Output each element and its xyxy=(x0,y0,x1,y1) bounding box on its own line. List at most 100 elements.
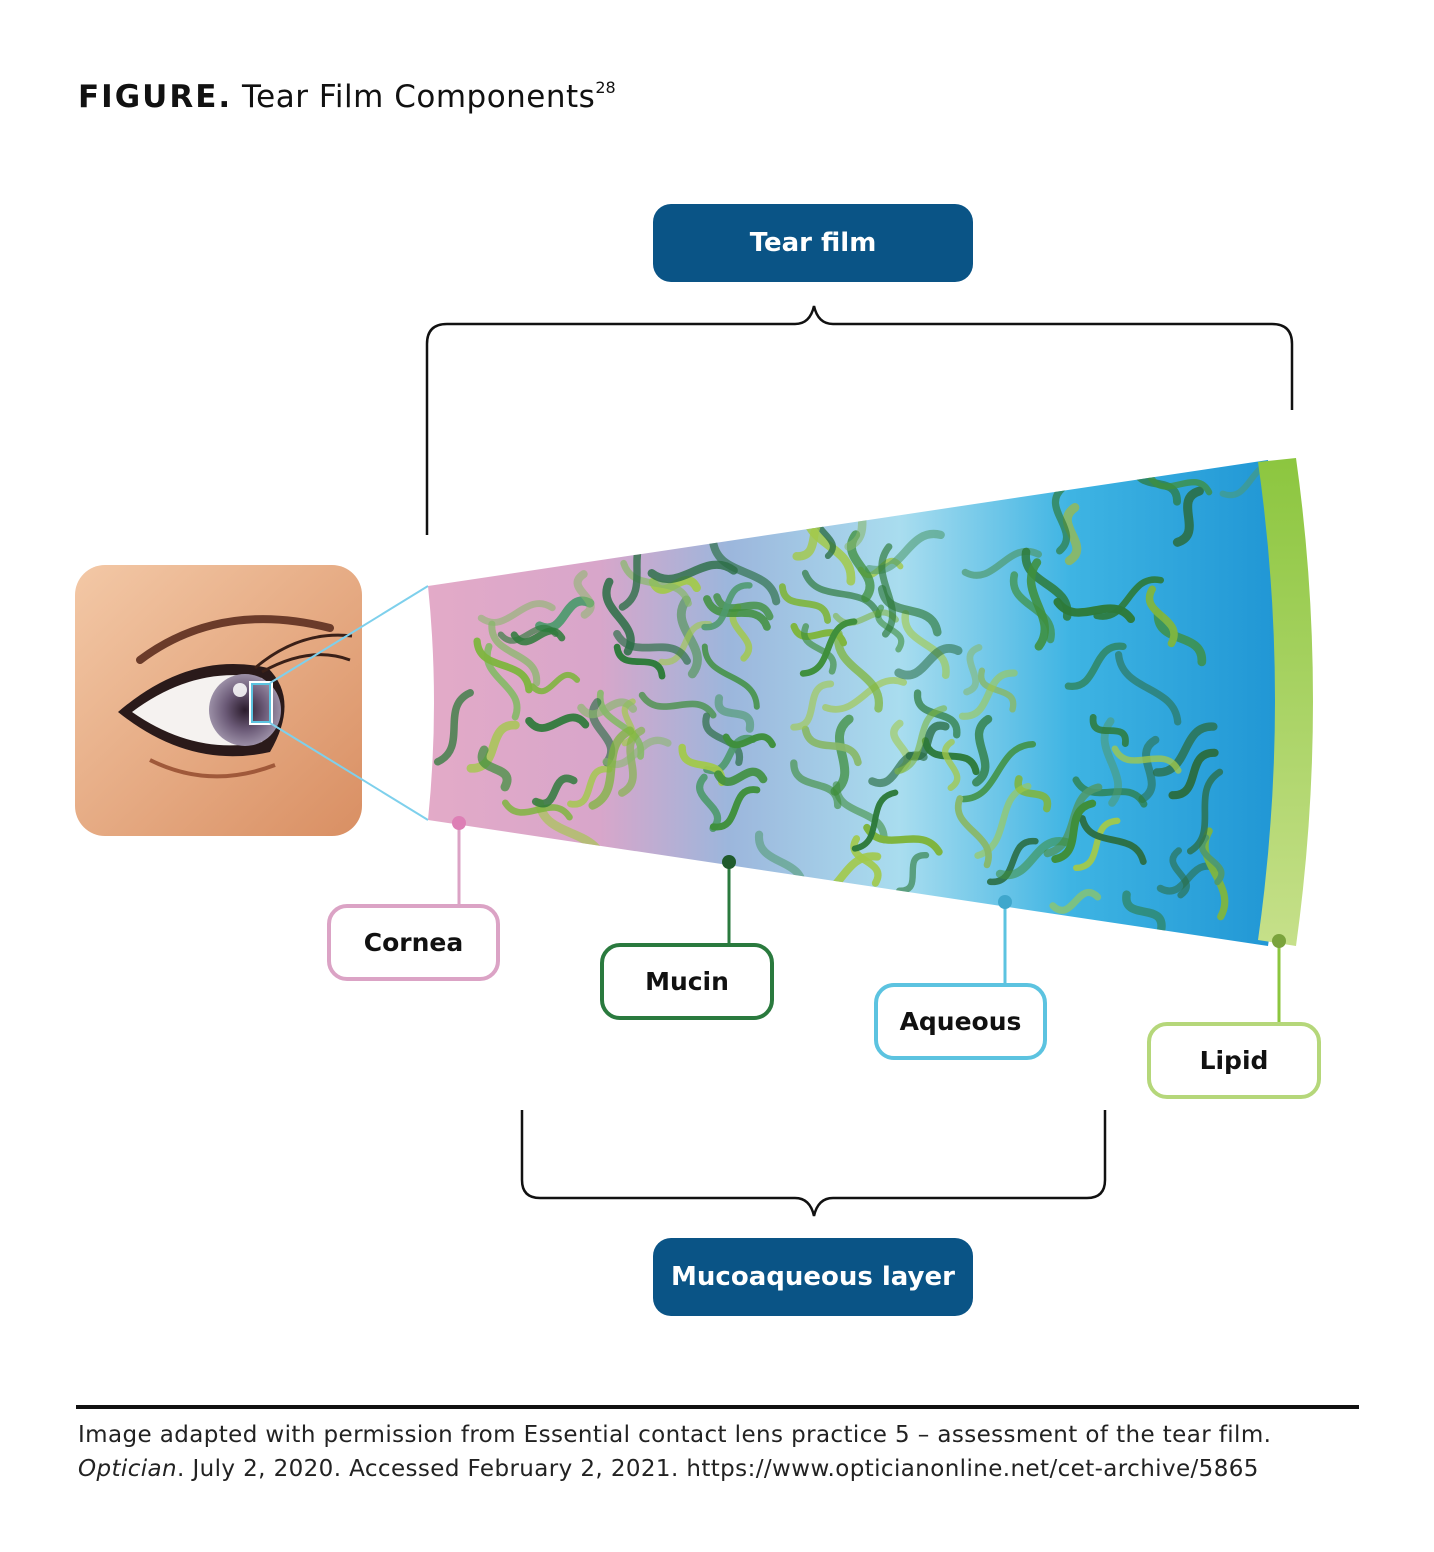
mucin-strand xyxy=(577,698,638,719)
mucin-strand xyxy=(801,623,837,675)
mucin-strand xyxy=(588,726,635,810)
credit-source: Optician xyxy=(78,1456,178,1482)
mucin-strand xyxy=(620,559,692,607)
mucin-strand xyxy=(701,643,760,710)
footer-divider xyxy=(76,1405,1359,1409)
mucin-strand xyxy=(1093,576,1164,620)
mucin-strand xyxy=(709,538,781,606)
lipid-label: Lipid xyxy=(1147,1022,1321,1099)
tear-film-bracket xyxy=(425,305,1294,535)
mucin-strand xyxy=(618,726,646,797)
mucin-strand xyxy=(901,609,950,680)
mucin-strand xyxy=(778,583,832,624)
mucin-strand xyxy=(960,740,1037,803)
mucoaqueous-layer-label: Mucoaqueous layer xyxy=(653,1238,973,1316)
mucin-strand xyxy=(942,738,961,792)
mucin-strand xyxy=(713,593,774,621)
mucin-strand xyxy=(801,725,862,767)
mucoaqueous-bracket xyxy=(520,1110,1107,1217)
aqueous-label: Aqueous xyxy=(874,983,1047,1060)
mucin-strand xyxy=(1145,585,1178,648)
mucin-strand xyxy=(529,671,581,695)
mucin-strand xyxy=(638,691,717,719)
mucin-strand xyxy=(703,595,771,631)
lipid-connector xyxy=(1272,934,1286,1022)
figure-name: Tear Film Components xyxy=(242,79,596,115)
mucin-strand xyxy=(1172,486,1204,547)
mucin-strand xyxy=(851,789,899,852)
mucin-strand xyxy=(1079,815,1147,865)
mucin-strand xyxy=(567,765,613,808)
mucin-strand xyxy=(877,584,942,637)
mucin-strand xyxy=(921,737,980,776)
eye-illustration xyxy=(75,565,362,836)
mucin-strand xyxy=(525,713,590,732)
mucin-strand xyxy=(473,637,533,694)
mucin-strand xyxy=(954,795,992,869)
mucin-strand xyxy=(1052,484,1070,555)
mucin-strand xyxy=(1064,642,1127,690)
credit-line-1: Image adapted with permission from Essen… xyxy=(78,1422,1272,1448)
mucin-strand xyxy=(466,720,520,773)
mucin-strand xyxy=(1014,775,1052,813)
mucin-strand xyxy=(433,689,474,766)
figure-title: FIGURE. Tear Film Components28 xyxy=(78,66,616,119)
mucin-strand xyxy=(658,621,713,666)
mucin-strand xyxy=(1138,735,1160,803)
mucin-strand xyxy=(709,786,761,831)
mucin-strand xyxy=(1051,799,1097,863)
mucin-strand xyxy=(1049,888,1102,914)
lipid-layer xyxy=(1258,458,1313,946)
credit-citation: . July 2, 2020. Accessed February 2, 202… xyxy=(177,1456,1259,1482)
mucin-strand xyxy=(1089,714,1129,747)
mucin-strand xyxy=(1026,558,1049,651)
mucin-strand xyxy=(801,569,882,619)
mucin-strand xyxy=(488,620,541,687)
mucin-strand xyxy=(613,629,691,665)
mucin-strand xyxy=(1114,651,1182,726)
mucin-strand xyxy=(978,667,1017,713)
mucin-strand xyxy=(894,705,948,775)
mucin-strand xyxy=(1186,768,1224,855)
mucin-strand xyxy=(613,643,666,680)
figure-reference: 28 xyxy=(595,78,616,97)
mucin-strand xyxy=(722,733,776,749)
mucin-strand xyxy=(510,627,566,646)
mucin-strand xyxy=(602,577,635,656)
mucin-strand xyxy=(531,774,578,808)
mucin-strand xyxy=(790,680,835,731)
mucin-strand xyxy=(1062,503,1082,566)
mucin-strand xyxy=(1147,473,1213,496)
mucin-strand xyxy=(790,759,842,810)
figure-label: FIGURE. xyxy=(78,79,233,115)
mucin-strand xyxy=(822,677,907,713)
mucin-strand xyxy=(963,644,983,696)
mucin-label: Mucin xyxy=(600,943,774,1020)
mucin-strand xyxy=(701,582,753,631)
credit-line-2: Optician. July 2, 2020. Accessed Februar… xyxy=(78,1452,1271,1486)
mucin-strand xyxy=(1073,817,1121,872)
mucin-strand xyxy=(714,694,754,733)
mucin-strand xyxy=(1111,745,1182,774)
mucin-strand xyxy=(502,799,573,821)
tear-film-label: Tear film xyxy=(653,204,973,282)
mucin-strand xyxy=(477,745,512,792)
mucin-strand xyxy=(1152,722,1218,777)
mucin-strand xyxy=(986,837,1039,886)
mucin-strand xyxy=(1053,597,1136,624)
image-credit: Image adapted with permission from Essen… xyxy=(78,1418,1271,1486)
mucin-strands xyxy=(433,460,1283,934)
mucin-strand xyxy=(1153,609,1207,667)
mucin-strand xyxy=(702,712,744,767)
mucin-strand xyxy=(972,714,993,787)
mucin-strand xyxy=(958,669,1018,720)
mucin-strand xyxy=(1169,847,1190,899)
mucin-strand xyxy=(1072,776,1148,808)
mucin-strand xyxy=(894,644,963,680)
mucin-strand xyxy=(850,835,882,887)
mucin-strand xyxy=(1168,748,1219,800)
mucin-strand xyxy=(896,852,930,894)
mucin-connector xyxy=(722,855,736,943)
mucin-strand xyxy=(573,570,595,619)
